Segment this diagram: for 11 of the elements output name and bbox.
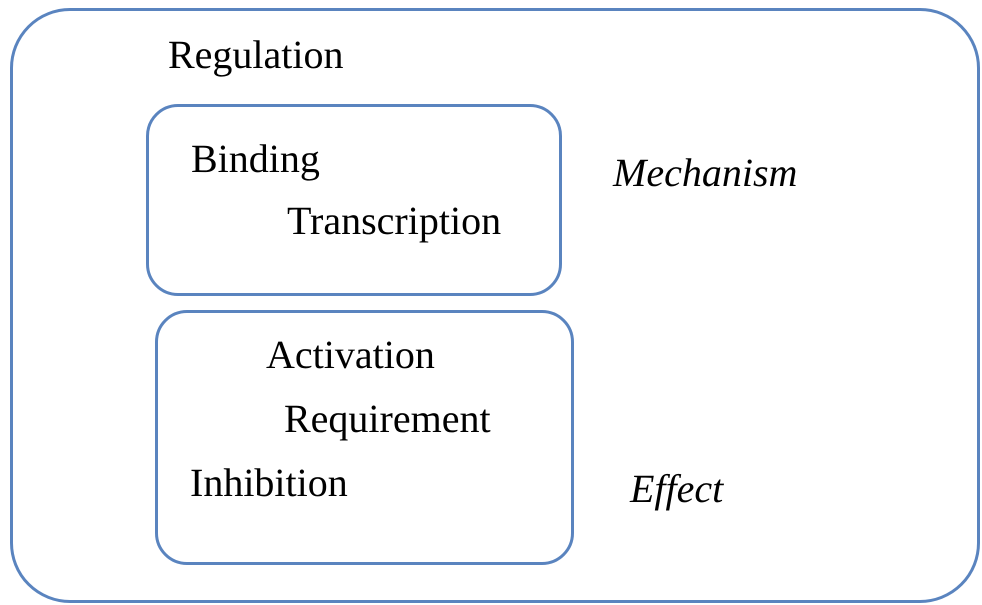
rounded-box [155,310,574,565]
term-label: Requirement [284,399,491,439]
outer-rounded-box [10,8,980,603]
term-label: Transcription [287,201,502,241]
term-label: Binding [191,139,320,179]
rounded-box [146,104,562,296]
category-label: Mechanism [613,153,798,193]
group-title: Regulation [168,35,344,75]
term-label: Inhibition [190,463,348,503]
category-label: Effect [630,469,724,509]
term-label: Activation [266,335,435,375]
